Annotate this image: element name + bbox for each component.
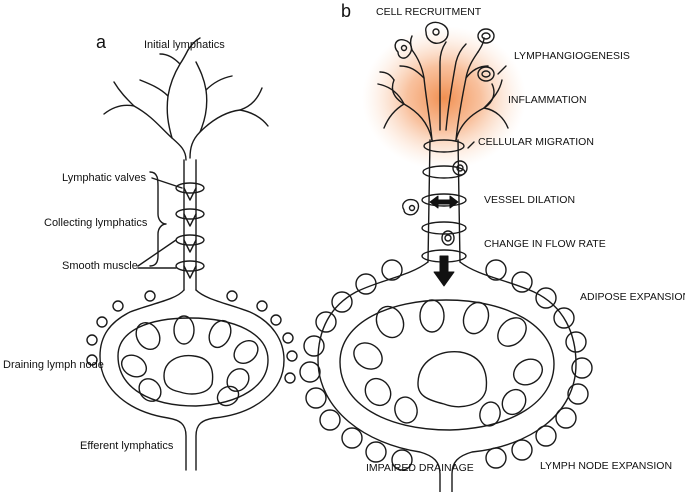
panel-a-drawing <box>86 37 298 471</box>
label-efferent-lymphatics: Efferent lymphatics <box>80 440 174 452</box>
label-vessel-dilation: VESSEL DILATION <box>484 194 576 206</box>
collecting-lymphatic-vessel <box>183 159 197 291</box>
adipocytes <box>299 259 593 471</box>
dilation-arrow <box>429 195 459 209</box>
initial-lymphatics-tree <box>103 37 269 161</box>
panel-a-letter: a <box>96 32 107 52</box>
expanded-lymph-node <box>317 261 577 492</box>
valves-pointer <box>151 177 183 189</box>
label-lymphatic-valves: Lymphatic valves <box>62 172 146 184</box>
collecting-brace <box>149 171 167 267</box>
label-adipose-expansion: ADIPOSE EXPANSION <box>580 291 685 303</box>
label-lymph-node-expansion: LYMPH NODE EXPANSION <box>540 460 673 472</box>
label-collecting-lymphatics: Collecting lymphatics <box>44 217 148 229</box>
label-inflammation: INFLAMMATION <box>508 94 587 106</box>
panel-b-drawing <box>299 21 593 492</box>
label-initial-lymphatics: Initial lymphatics <box>144 39 225 51</box>
flow-rate-arrow <box>433 255 455 287</box>
dilated-collecting-vessel <box>427 139 461 263</box>
panel-b-letter: b <box>341 1 352 21</box>
lymphatic-valves <box>175 182 205 279</box>
label-cell-recruitment: CELL RECRUITMENT <box>376 6 482 18</box>
label-draining-lymph-node: Draining lymph node <box>3 359 104 371</box>
node-surface-nodules <box>86 290 298 384</box>
inflammation-glow <box>362 26 526 170</box>
label-impaired-drainage: IMPAIRED DRAINAGE <box>366 462 474 474</box>
smooth-muscle-pointers <box>137 239 177 269</box>
label-smooth-muscle: Smooth muscle <box>62 260 138 272</box>
migration-pointer <box>467 141 475 149</box>
draining-lymph-node <box>99 289 285 471</box>
lymphangiogenic-sprouts <box>377 35 509 141</box>
label-cellular-migration: CELLULAR MIGRATION <box>478 136 594 148</box>
label-change-in-flow-rate: CHANGE IN FLOW RATE <box>484 238 606 250</box>
recruited-cells <box>394 21 507 246</box>
label-lymphangiogenesis: LYMPHANGIOGENESIS <box>514 50 630 62</box>
